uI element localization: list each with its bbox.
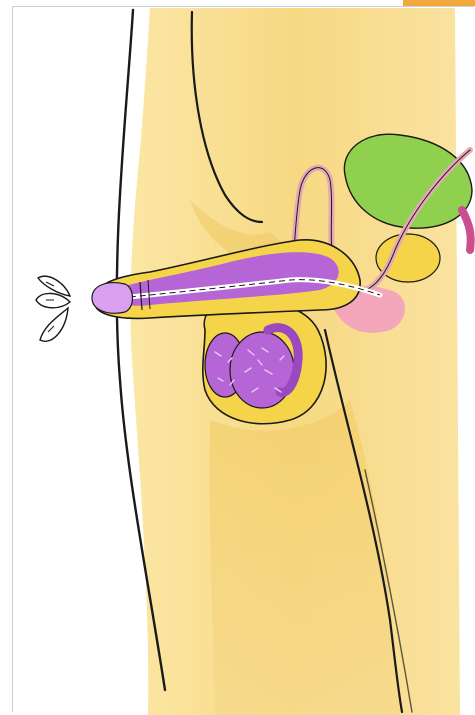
glans [92,283,133,314]
ureter [462,210,471,250]
